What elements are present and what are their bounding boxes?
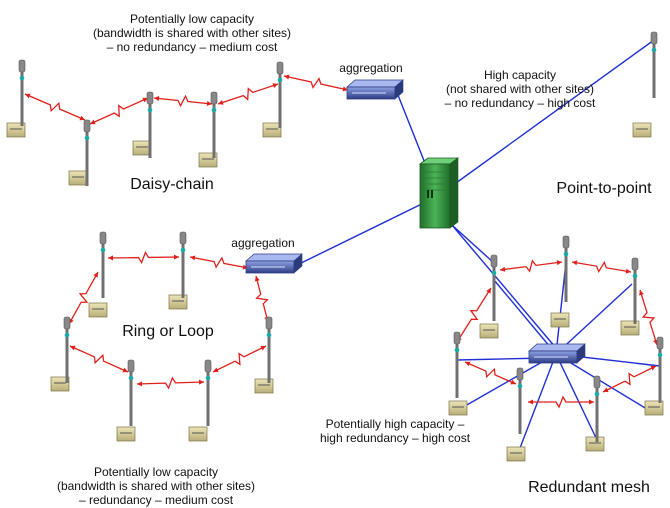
aggregation-router-icon: [346, 79, 404, 100]
mesh-desc-line-2: high redundancy – high cost: [319, 431, 471, 445]
equipment-box-icon: [620, 320, 640, 336]
radio-link-icon: [571, 260, 632, 274]
point-to-point-description: High capacity (not shared with other sit…: [440, 68, 600, 110]
redundant-mesh-title: Redundant mesh: [528, 479, 650, 496]
equipment-box-icon: [6, 122, 26, 138]
equipment-box-icon: [585, 436, 605, 452]
wired-link: [437, 39, 655, 197]
equipment-box-icon: [188, 426, 208, 442]
radio-link-icon: [212, 345, 267, 373]
radio-link-icon: [107, 251, 180, 264]
tower-icon: [127, 359, 135, 426]
tower-icon: [179, 231, 187, 298]
radio-link-icon: [24, 93, 86, 121]
radio-link-icon: [528, 395, 594, 409]
tower-icon: [276, 61, 284, 128]
radio-link-icon: [136, 376, 205, 390]
equipment-boxes: [6, 122, 664, 462]
network-devices: [245, 79, 586, 364]
daisy-desc-line-3: – no redundancy – medium cost: [106, 40, 278, 54]
mesh-description: Potentially high capacity – high redunda…: [300, 417, 490, 445]
radio-link-icon: [153, 94, 213, 108]
wired-links: [292, 39, 661, 449]
equipment-box-icon: [448, 400, 468, 416]
aggregation-router-icon: [245, 253, 303, 274]
radio-link-icon: [254, 275, 270, 323]
aggregation-label-top: aggregation: [339, 61, 403, 75]
daisy-desc-line-1: Potentially low capacity: [129, 12, 255, 26]
radio-link-icon: [89, 97, 149, 125]
aggregation-label-left: aggregation: [231, 236, 295, 250]
equipment-box-icon: [262, 122, 282, 138]
wired-link: [555, 261, 567, 355]
tower-icon: [83, 119, 91, 186]
tower-icon: [650, 31, 658, 98]
aggregation-router-icon: [528, 343, 586, 364]
ring-desc-line-3: – redundancy – medium cost: [78, 493, 234, 507]
daisy-chain-title: Daisy-chain: [130, 176, 214, 193]
radio-link-icon: [464, 361, 517, 385]
tower-icon: [562, 235, 570, 302]
equipment-box-icon: [116, 426, 136, 442]
equipment-box-icon: [550, 312, 570, 328]
core-server-icon: [418, 157, 460, 229]
ring-desc-line-2: (bandwidth is shared with other sites): [56, 479, 256, 493]
ring-or-loop-title: Ring or Loop: [122, 323, 214, 340]
tower-icon: [204, 359, 212, 426]
wired-link: [555, 283, 633, 355]
equipment-box-icon: [50, 376, 70, 392]
daisy-chain-description: Potentially low capacity (bandwidth is s…: [62, 12, 322, 54]
equipment-box-icon: [132, 140, 152, 156]
tower-icon: [516, 367, 524, 434]
wired-link: [445, 217, 557, 349]
radio-link-icon: [283, 74, 349, 92]
equipment-box-icon: [168, 294, 188, 310]
radio-link-icon: [189, 255, 249, 270]
equipment-box-icon: [88, 302, 108, 318]
wired-link: [493, 279, 557, 355]
point-to-point-title: Point-to-point: [556, 180, 652, 197]
mesh-desc-line-1: Potentially high capacity –: [325, 417, 465, 431]
radio-link-icon: [499, 259, 563, 273]
equipment-box-icon: [506, 446, 526, 462]
tower-icon: [146, 91, 154, 158]
ring-description: Potentially low capacity (bandwidth is s…: [26, 465, 286, 507]
radio-link-icon: [217, 83, 279, 105]
tower-icon: [453, 331, 461, 398]
tower-icon: [210, 91, 218, 158]
equipment-box-icon: [632, 122, 652, 138]
tower-icon: [593, 375, 601, 442]
wired-link: [292, 195, 439, 268]
tower-icon: [99, 231, 107, 298]
ring-desc-line-1: Potentially low capacity: [93, 465, 219, 479]
radio-link-icon: [602, 365, 657, 393]
p2p-desc-line-2: (not shared with other sites): [445, 82, 595, 96]
radio-link-icon: [639, 289, 658, 346]
p2p-desc-line-3: – no redundancy – high cost: [444, 96, 596, 110]
equipment-box-icon: [644, 400, 664, 416]
tower-icon: [63, 316, 71, 383]
wired-link: [565, 359, 656, 415]
equipment-box-icon: [68, 170, 88, 186]
wired-link: [555, 353, 598, 441]
tower-icon: [631, 257, 639, 324]
radio-link-icon: [69, 345, 129, 373]
wired-link: [519, 353, 557, 449]
daisy-desc-line-2: (bandwidth is shared with other sites): [92, 26, 292, 40]
towers: [18, 31, 664, 442]
p2p-desc-line-1: High capacity: [483, 68, 557, 82]
tower-icon: [265, 316, 273, 383]
tower-icon: [18, 59, 26, 126]
tower-icon: [656, 336, 664, 403]
tower-icon: [490, 254, 498, 321]
equipment-box-icon: [479, 323, 499, 339]
radio-links: [24, 74, 658, 409]
